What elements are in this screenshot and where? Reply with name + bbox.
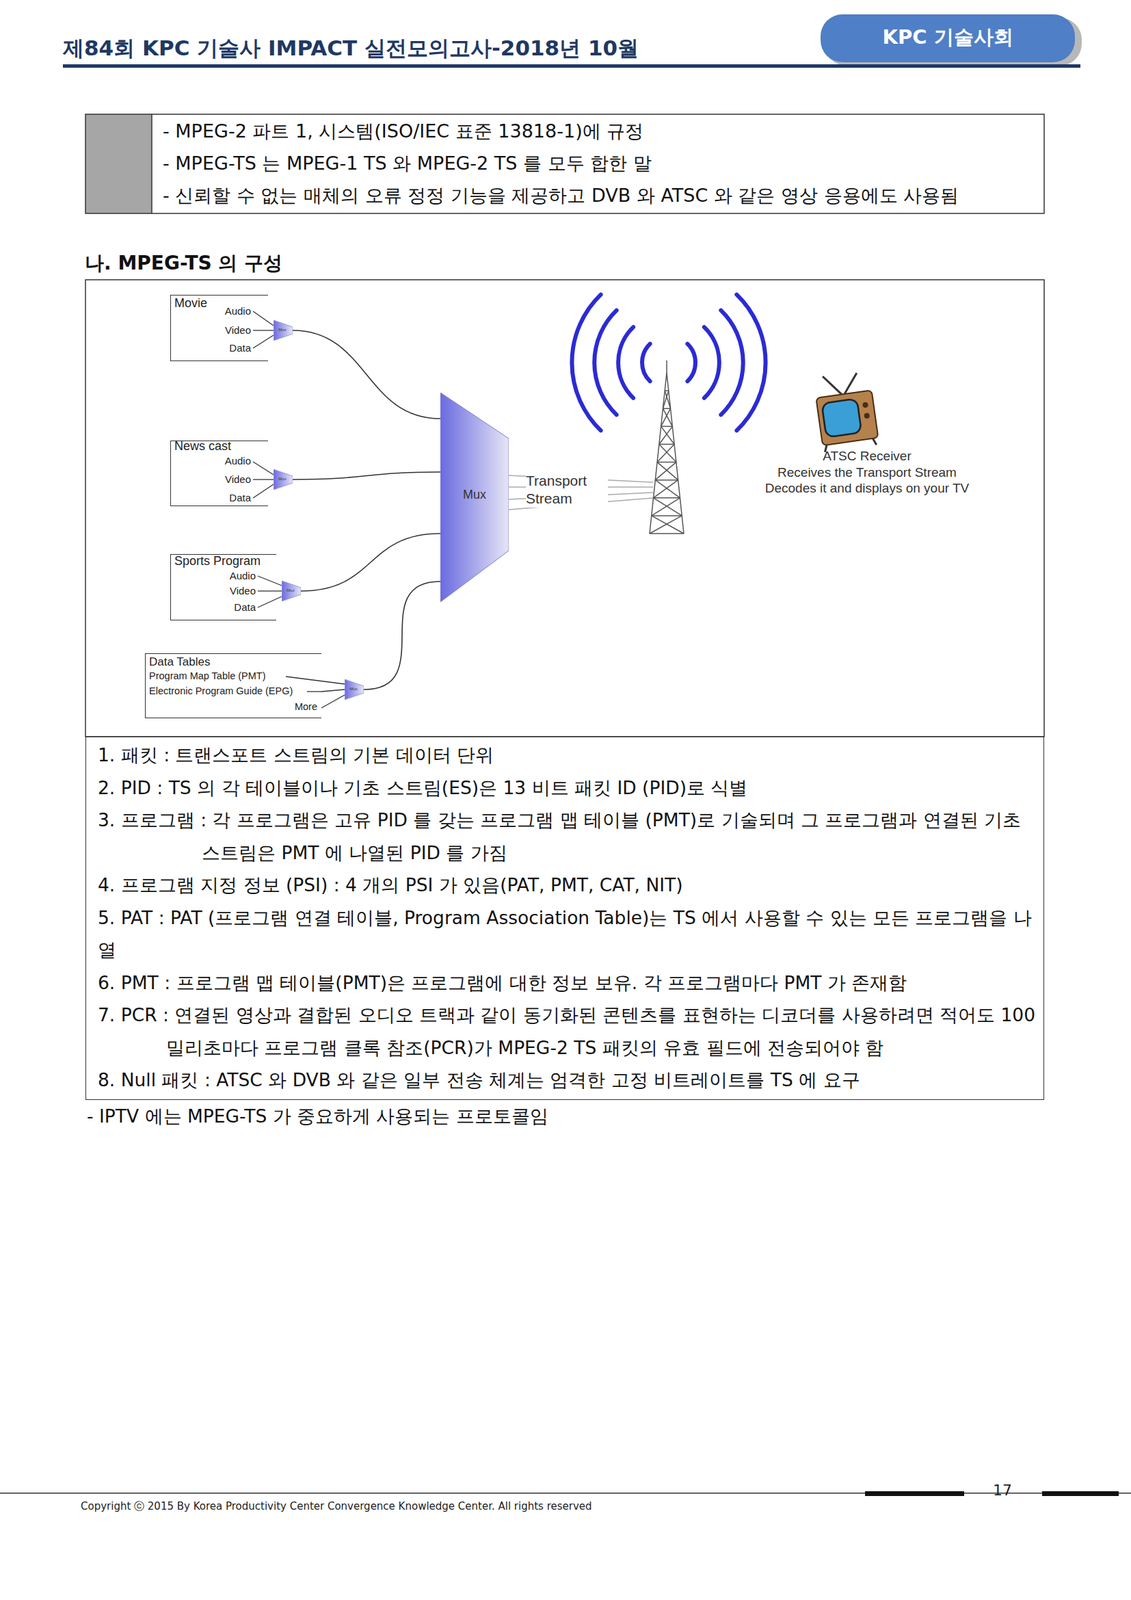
connector: [292, 471, 441, 480]
receiver-note: Decodes it and displays on your TV: [730, 480, 1004, 496]
stream-label: Video: [224, 324, 251, 337]
page-header: 제84회 KPC 기술사 IMPACT 실전모의고사-2018년 10월: [62, 34, 639, 63]
list-box: 1. 패킷 : 트랜스포트 스트림의 기본 데이터 단위2. PID : TS …: [85, 735, 1045, 1100]
copyright: Copyright ⓒ 2015 By Korea Productivity C…: [80, 1499, 593, 1513]
source-group-box: News castAudioVideoData: [170, 440, 269, 507]
source-group-box: MovieAudioVideoData: [170, 294, 269, 362]
connector: [268, 478, 274, 480]
table-label: More: [294, 701, 318, 713]
table-label: Program Map Table (PMT): [149, 670, 266, 682]
mux-label: Mux: [281, 588, 300, 593]
table-text: - MPEG-2 파트 1, 시스템(ISO/IEC 표준 13818-1)에 …: [162, 118, 644, 144]
section-heading: 나. MPEG-TS 의 구성: [84, 250, 283, 277]
note: - IPTV 에는 MPEG-TS 가 중요하게 사용되는 프로토콜임: [85, 1099, 1045, 1133]
receiver-note: Receives the Transport Stream: [730, 464, 1004, 481]
list-item: 3. 프로그램 : 각 프로그램은 고유 PID 를 갖는 프로그램 맵 테이블…: [97, 803, 1037, 869]
footer-bar: [1042, 1490, 1119, 1496]
sub-mux: Mux: [273, 469, 293, 490]
list-item: 2. PID : TS 의 각 테이블이나 기초 스트림(ES)은 13 비트 …: [97, 771, 1037, 805]
mux-label: Mux: [273, 476, 292, 482]
stream-label: Data: [229, 492, 251, 504]
table-text: - MPEG-TS 는 MPEG-1 TS 와 MPEG-2 TS 를 모두 합…: [162, 151, 652, 176]
antenna-tower: [649, 360, 684, 534]
group-title: Movie: [174, 296, 208, 311]
stream-label: Audio: [224, 305, 251, 318]
list-flow: 1. 패킷 : 트랜스포트 스트림의 기본 데이터 단위2. PID : TS …: [85, 735, 1045, 1132]
table-divider: [151, 114, 153, 214]
stream-label: Video: [224, 473, 251, 486]
feed-lines: [253, 311, 345, 708]
header-tab-label: KPC 기술사회: [820, 23, 1075, 52]
table-gray-cell: [85, 114, 152, 214]
stream-label: Audio: [224, 455, 251, 468]
list-item: 4. 프로그램 지정 정보 (PSI) : 4 개의 PSI 가 있음(PAT,…: [97, 868, 1037, 902]
list-item: 1. 패킷 : 트랜스포트 스트림의 기본 데이터 단위: [97, 738, 1037, 772]
connector: [276, 590, 282, 591]
sub-mux: Mux: [344, 679, 364, 700]
tv-icon: [813, 369, 880, 452]
diagram-frame: [85, 279, 1045, 737]
stream-label: Video: [229, 585, 256, 597]
connector: [321, 689, 345, 692]
radio-waves: [571, 294, 766, 431]
list-item: 8. Null 패킷 : ATSC 와 DVB 와 같은 일부 전송 체계는 엄…: [97, 1063, 1037, 1097]
group-title: News cast: [174, 439, 232, 454]
mux-label: Mux: [273, 327, 292, 333]
connector: [363, 581, 441, 690]
stream-label: Audio: [229, 570, 256, 582]
connector: [292, 330, 441, 419]
footer-bar: [865, 1490, 965, 1496]
source-group-box: Sports ProgramAudioVideoData: [170, 553, 277, 621]
stream-label: Transport Stream: [525, 471, 608, 508]
main-mux: Mux: [440, 392, 509, 602]
stream-label: Data: [229, 342, 251, 355]
group-title: Data Tables: [149, 655, 210, 669]
data-table-box: Data TablesProgram Map Table (PMT) Electr…: [144, 653, 322, 718]
list-item: 6. PMT : 프로그램 맵 테이블(PMT)은 프로그램에 대한 정보 보유…: [97, 966, 1037, 1000]
mux-label: Mux: [344, 686, 363, 692]
header-rule: [62, 64, 1081, 68]
receiver-note: ATSC Receiver: [730, 448, 1004, 464]
list-item: 5. PAT : PAT (프로그램 연결 테이블, Program Assoc…: [97, 901, 1037, 967]
sub-mux: Mux: [281, 580, 301, 602]
list-item: 7. PCR : 연결된 영상과 결합된 오디오 트랙과 같이 동기화된 콘텐츠…: [97, 998, 1037, 1064]
connector: [268, 329, 274, 331]
header-tab: [820, 14, 1075, 63]
table-text: - 신뢰할 수 없는 매체의 오류 정정 기능을 제공하고 DVB 와 ATSC…: [162, 183, 959, 208]
table-label: Electronic Program Guide (EPG): [149, 685, 293, 697]
sub-mux: Mux: [273, 320, 293, 341]
group-title: Sports Program: [174, 554, 261, 569]
connector: [300, 533, 441, 591]
mux-label: Mux: [440, 488, 509, 502]
table-border: [85, 114, 1045, 214]
page-number: 17: [992, 1481, 1013, 1499]
stream-label: Data: [233, 601, 256, 614]
